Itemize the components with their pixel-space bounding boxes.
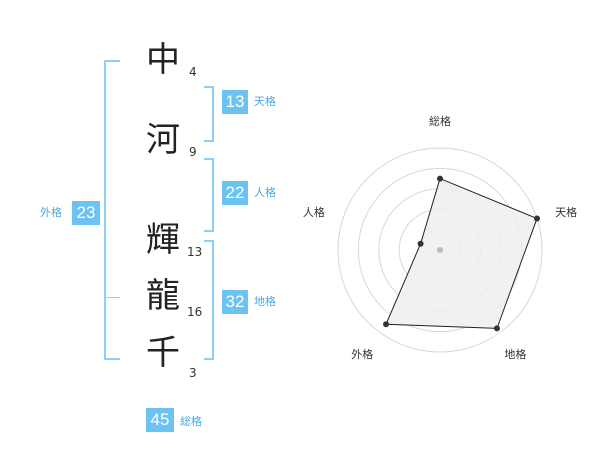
jinkaku-label: 人格 xyxy=(254,186,276,199)
chikaku-value: 32 xyxy=(222,290,248,314)
chikaku-label: 地格 xyxy=(254,295,276,308)
stroke-count-1: 4 xyxy=(189,65,197,79)
name-char-2: 河 xyxy=(146,120,180,160)
name-char-4: 龍 xyxy=(146,276,180,316)
radar-point xyxy=(534,215,541,222)
soukaku-value: 45 xyxy=(146,408,174,432)
jinkaku-bracket xyxy=(204,158,214,232)
gaikaku-divider xyxy=(106,297,120,298)
gaikaku-bracket xyxy=(104,60,120,360)
jinkaku-value: 22 xyxy=(222,181,248,205)
radar-point xyxy=(383,321,390,328)
name-char-5: 千 xyxy=(146,333,180,373)
soukaku-label: 総格 xyxy=(180,415,202,428)
tenkaku-value: 13 xyxy=(222,90,248,114)
stroke-count-5: 3 xyxy=(189,366,197,380)
tenkaku-bracket xyxy=(204,86,214,142)
stroke-count-4: 16 xyxy=(187,305,203,319)
stroke-count-2: 9 xyxy=(189,145,197,159)
radar-center xyxy=(437,247,443,253)
gaikaku-value: 23 xyxy=(72,201,100,225)
name-char-3: 輝 xyxy=(146,220,180,260)
radar-axis-label: 人格 xyxy=(303,205,325,219)
radar-axis-label: 地格 xyxy=(504,347,526,361)
radar-axis-label: 総格 xyxy=(429,114,451,128)
stroke-count-3: 13 xyxy=(187,245,203,259)
tenkaku-label: 天格 xyxy=(254,95,276,108)
radar-axis-label: 外格 xyxy=(351,347,373,361)
radar-area xyxy=(385,177,538,329)
radar-axis-label: 天格 xyxy=(555,205,577,219)
name-char-1: 中 xyxy=(146,40,180,80)
radar-point xyxy=(493,325,500,332)
radar-point xyxy=(437,175,443,182)
chikaku-bracket xyxy=(204,240,214,360)
radar-point xyxy=(417,240,424,247)
radar-ring xyxy=(337,147,543,353)
gaikaku-label: 外格 xyxy=(40,206,62,219)
